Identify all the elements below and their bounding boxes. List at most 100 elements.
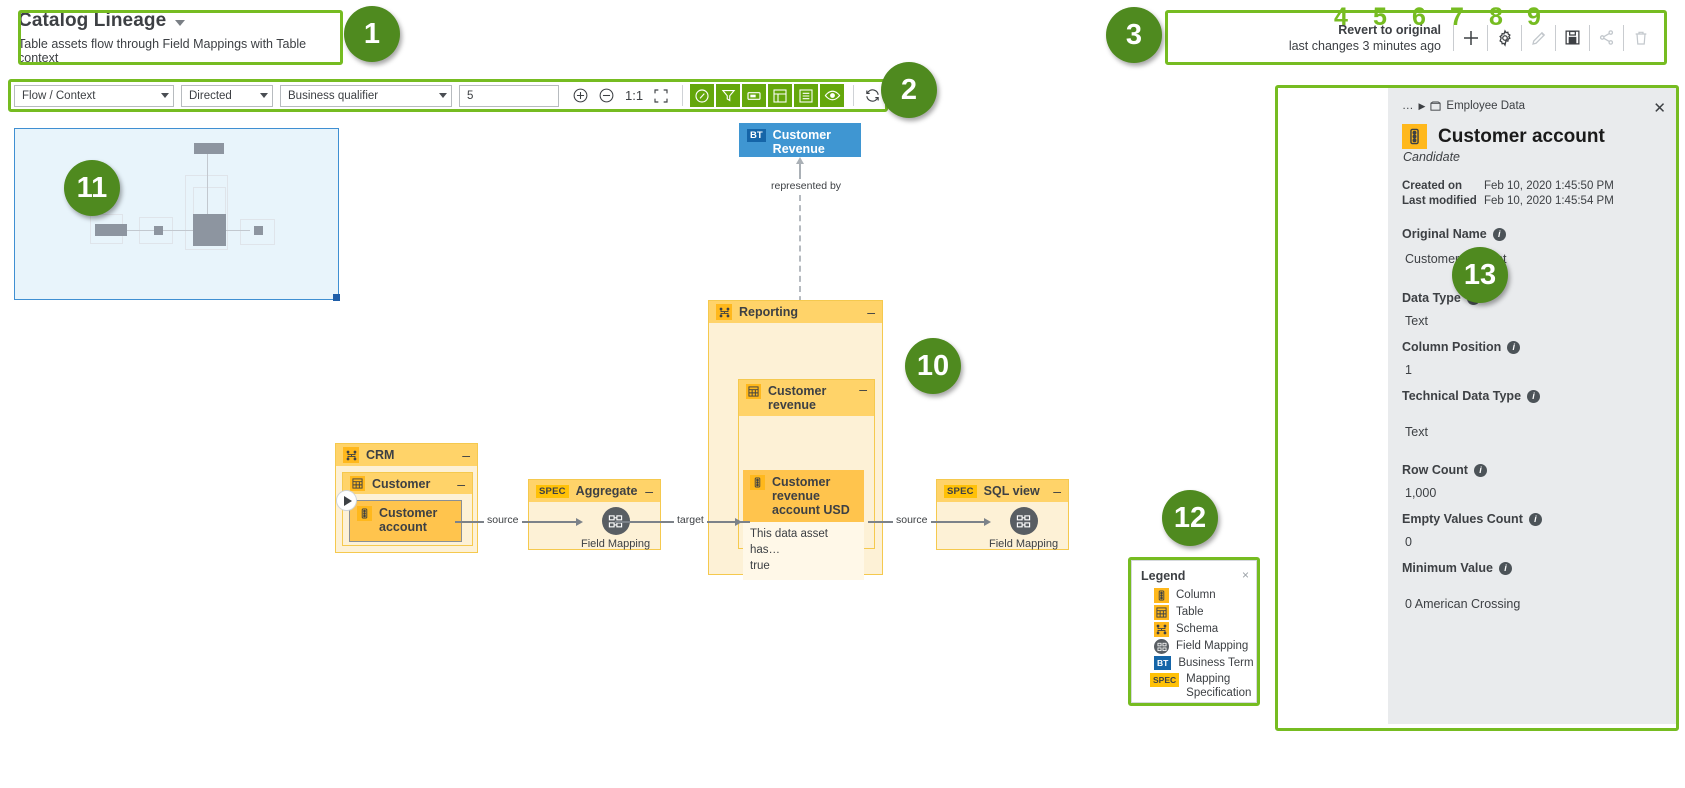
table-header[interactable]: Customer – (343, 473, 472, 494)
close-icon[interactable]: ✕ (1653, 100, 1666, 117)
collapse-icon[interactable]: – (859, 381, 867, 397)
breadcrumb[interactable]: … ▶ Employee Data (1388, 88, 1677, 112)
field-mapping-node-aggregate[interactable]: Field Mapping (581, 507, 650, 550)
collapse-icon[interactable]: – (462, 447, 470, 463)
details-panel: … ▶ Employee Data ✕ Customer account Can… (1388, 88, 1677, 724)
breadcrumb-ellipsis[interactable]: … (1402, 100, 1414, 112)
eye-icon[interactable] (820, 84, 845, 107)
schema-header[interactable]: CRM – (336, 444, 477, 466)
collapse-icon[interactable]: – (645, 483, 653, 499)
info-icon[interactable]: i (1492, 227, 1506, 241)
table-icon (350, 476, 365, 491)
minimap-resize-handle[interactable] (333, 294, 340, 301)
minimap[interactable] (14, 128, 340, 301)
chevron-down-icon (260, 93, 268, 98)
node-column-customer-account[interactable]: Customer account (349, 500, 462, 542)
spec-header[interactable]: SPEC SQL view – (937, 480, 1068, 502)
fit-screen-icon[interactable] (649, 84, 672, 107)
qualifier-select[interactable]: Business qualifier (280, 84, 452, 107)
field-mapping-icon (1009, 507, 1038, 535)
flow-context-select[interactable]: Flow / Context (14, 84, 174, 107)
annotation-number-9: 9 (1527, 3, 1541, 31)
expand-play-button[interactable] (336, 490, 357, 511)
breadcrumb-last-label[interactable]: Employee Data (1446, 100, 1526, 112)
revert-text-group[interactable]: Revert to original last changes 3 minute… (1289, 23, 1453, 53)
annotation-number-7: 7 (1450, 3, 1464, 31)
info-icon[interactable]: i (1499, 561, 1512, 575)
annotation-number-8: 8 (1489, 3, 1503, 31)
layout-icon[interactable] (768, 84, 793, 107)
node-spec-sql-view[interactable]: SPEC SQL view – Field Mapping (936, 479, 1069, 550)
zoom-ratio-label[interactable]: 1:1 (625, 88, 644, 103)
annotation-badge-3: 3 (1106, 7, 1162, 63)
collapse-icon[interactable]: – (457, 475, 465, 492)
collapse-icon[interactable]: – (867, 304, 875, 320)
filter-icon[interactable] (716, 84, 741, 107)
compass-icon[interactable] (690, 84, 715, 107)
table-header[interactable]: Customer revenue – (739, 380, 874, 416)
schema-icon (716, 304, 732, 320)
panel-meta: Created on Feb 10, 2020 1:45:50 PM Last … (1388, 164, 1677, 207)
legend-close-icon[interactable]: × (1241, 568, 1249, 582)
spec-header[interactable]: SPEC Aggregate – (529, 480, 660, 502)
field-data-type: Data Type i Text (1388, 266, 1677, 328)
refresh-icon[interactable] (861, 84, 884, 107)
zoom-in-icon[interactable] (569, 84, 592, 107)
app-title-row[interactable]: Catalog Lineage (18, 10, 343, 32)
add-icon[interactable] (1454, 21, 1487, 55)
settings-gear-icon[interactable] (1488, 21, 1521, 55)
node-column-customer-revenue-account-usd[interactable]: Customer revenue account USD This data a… (743, 470, 864, 580)
node-schema-crm[interactable]: CRM – Customer – Customer account (335, 443, 478, 553)
lineage-canvas[interactable]: BT Customer Revenue represented by Repor… (8, 112, 1262, 722)
field-value: Text (1405, 425, 1428, 439)
minimap-node (95, 224, 127, 236)
annotation-number-6: 6 (1412, 3, 1426, 31)
column-header[interactable]: Customer revenue account USD (743, 470, 864, 522)
node-label: Customer Revenue (772, 128, 832, 156)
schema-label: Reporting (739, 305, 799, 319)
schema-header[interactable]: Reporting – (709, 301, 882, 323)
column-note-1: This data asset has… (750, 528, 828, 556)
caret-down-icon[interactable] (175, 20, 186, 26)
node-spec-aggregate[interactable]: SPEC Aggregate – Field Mapping (528, 479, 661, 550)
label-icon[interactable] (742, 84, 767, 107)
spec-badge: SPEC (536, 484, 569, 498)
column-icon (1154, 588, 1169, 603)
info-icon[interactable]: i (1473, 463, 1487, 477)
legend-label: Field Mapping (1176, 640, 1249, 652)
node-business-term[interactable]: BT Customer Revenue (739, 123, 861, 157)
graph-toolbar: Flow / Context Directed Business qualifi… (8, 79, 1262, 112)
legend-item-field-mapping: Field Mapping (1132, 638, 1256, 655)
minimap-box (185, 175, 228, 250)
field-minimum-value: Minimum Value i 0 American Crossing (1388, 549, 1677, 611)
node-table-customer-revenue[interactable]: Customer revenue – Customer revenue acco… (738, 379, 875, 580)
edge-label-target-1: target (674, 514, 707, 526)
zoom-out-icon[interactable] (595, 84, 618, 107)
column-header[interactable]: Customer account (350, 501, 461, 541)
share-icon[interactable] (1590, 21, 1623, 55)
delete-trash-icon[interactable] (1624, 21, 1657, 55)
info-icon[interactable]: i (1527, 389, 1541, 403)
edit-pencil-icon[interactable] (1522, 21, 1555, 55)
direction-select[interactable]: Directed (181, 84, 273, 107)
table-label: Customer (372, 476, 431, 491)
depth-input[interactable]: 5 (459, 84, 559, 107)
field-label-row: Column Position i (1402, 340, 1667, 354)
divider (853, 85, 855, 106)
info-icon[interactable]: i (1507, 340, 1521, 354)
info-icon[interactable]: i (1528, 512, 1542, 526)
list-icon[interactable] (794, 84, 819, 107)
field-mapping-node-sqlview[interactable]: Field Mapping (989, 507, 1058, 550)
legend-panel[interactable]: Legend × Column Table Schema Field Mappi… (1131, 560, 1257, 703)
field-label: Data Type (1402, 291, 1461, 305)
save-floppy-icon[interactable] (1556, 21, 1589, 55)
collapse-icon[interactable]: – (1053, 483, 1061, 499)
minimap-node (154, 226, 163, 235)
node-table-customer[interactable]: Customer – Customer account (342, 472, 473, 546)
field-original-name: Original Name i Customer account (1388, 210, 1677, 266)
annotation-badge-1: 1 (344, 6, 400, 62)
annotation-badge-10: 10 (905, 338, 961, 394)
node-schema-reporting[interactable]: Reporting – Customer revenue – Customer … (708, 300, 883, 580)
spec-label: Aggregate (575, 484, 638, 498)
column-note-2: true (750, 560, 770, 572)
